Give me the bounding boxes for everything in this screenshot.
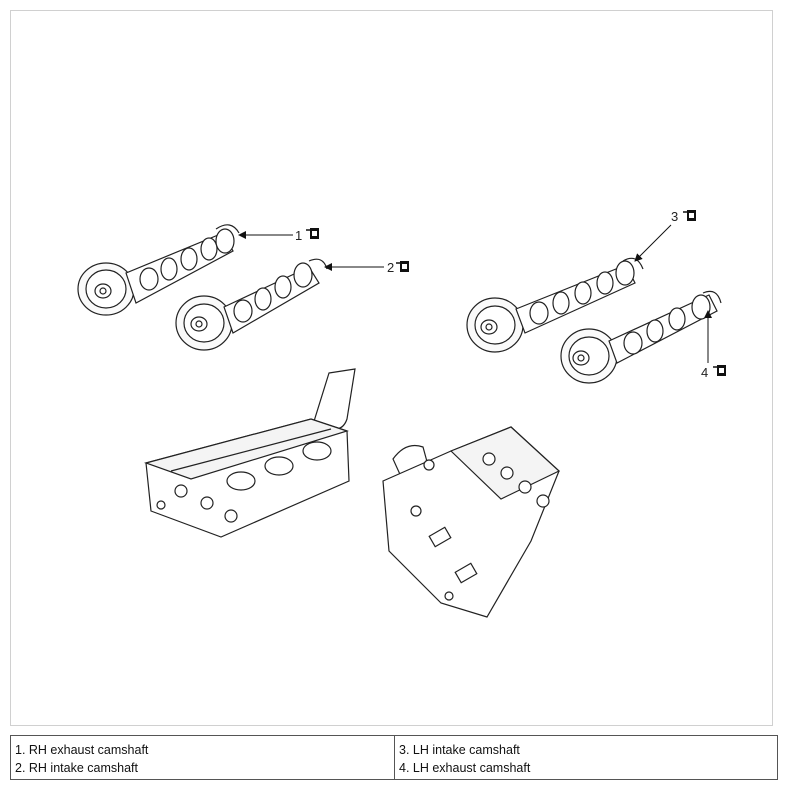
torque-wrench-icon (305, 227, 320, 240)
torque-wrench-icon (395, 260, 410, 273)
callout-2-number: 2 (387, 260, 394, 275)
torque-wrench-icon (712, 364, 727, 377)
callout-3-number: 3 (671, 209, 678, 224)
callout-1-number: 1 (295, 228, 302, 243)
legend-item-1: 1. RH exhaust camshaft (15, 743, 149, 757)
callout-leaders (238, 224, 712, 363)
callout-4-number: 4 (701, 365, 708, 380)
exploded-diagram: 1 2 3 4 (10, 10, 773, 726)
legend-column-right: 3. LH intake camshaft 4. LH exhaust cams… (394, 736, 777, 779)
camshaft-1-drawing (77, 224, 240, 316)
camshaft-4-drawing (560, 290, 722, 384)
rh-cylinder-head-drawing (143, 368, 356, 538)
lh-cylinder-head-drawing (382, 426, 561, 618)
legend-item-3: 3. LH intake camshaft (399, 743, 520, 757)
torque-wrench-icon (682, 209, 697, 222)
legend-table: 1. RH exhaust camshaft 2. RH intake cams… (10, 735, 778, 780)
camshaft-2-drawing (175, 258, 328, 351)
legend-item-2: 2. RH intake camshaft (15, 761, 138, 775)
legend-item-4: 4. LH exhaust camshaft (399, 761, 531, 775)
legend-column-left: 1. RH exhaust camshaft 2. RH intake cams… (11, 736, 394, 779)
camshaft-3-drawing (466, 257, 644, 353)
